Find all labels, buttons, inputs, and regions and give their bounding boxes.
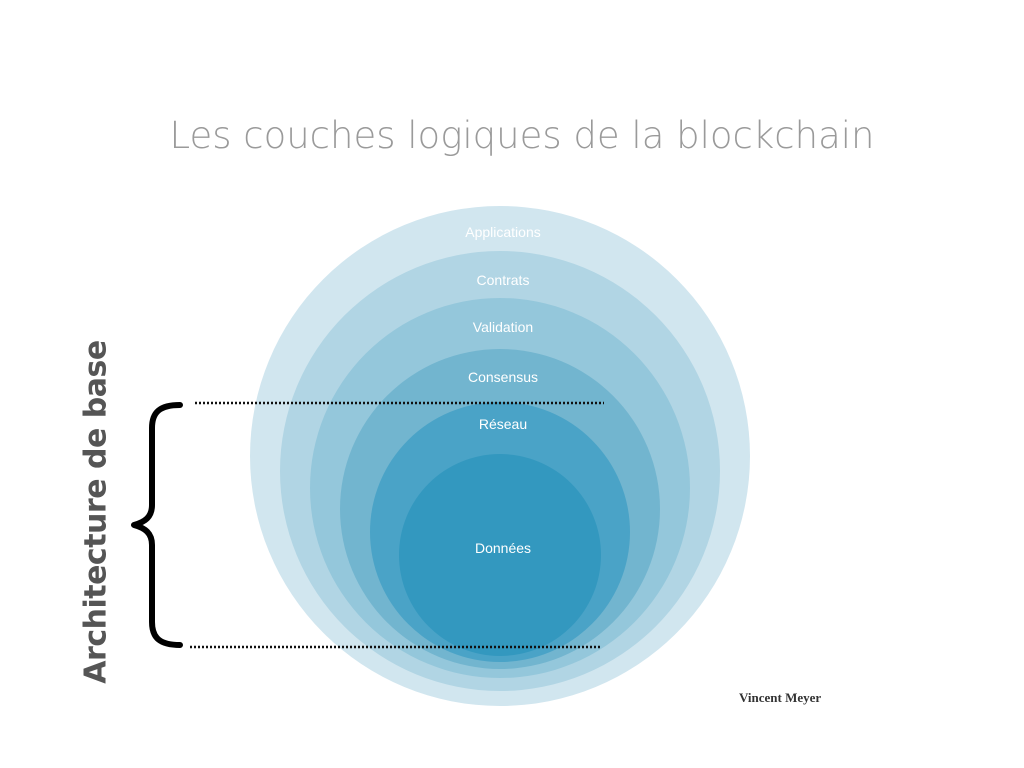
layer-labels: ApplicationsContratsValidationConsensusR… [465, 224, 541, 556]
layer-circles [250, 206, 750, 706]
layer-label-validation: Validation [473, 319, 533, 335]
layer-label-applications: Applications [465, 224, 541, 240]
layer-label-reseau: Réseau [479, 416, 527, 432]
author-credit: Vincent Meyer [739, 690, 822, 705]
layer-label-contrats: Contrats [477, 272, 530, 288]
layer-label-consensus: Consensus [468, 369, 538, 385]
layer-label-donnees: Données [475, 540, 531, 556]
page-title: Les couches logiques de la blockchain [169, 114, 875, 157]
architecture-de-base-label: Architecture de base [78, 340, 114, 684]
layer-circle-donnees [399, 454, 601, 656]
curly-brace [131, 402, 183, 648]
